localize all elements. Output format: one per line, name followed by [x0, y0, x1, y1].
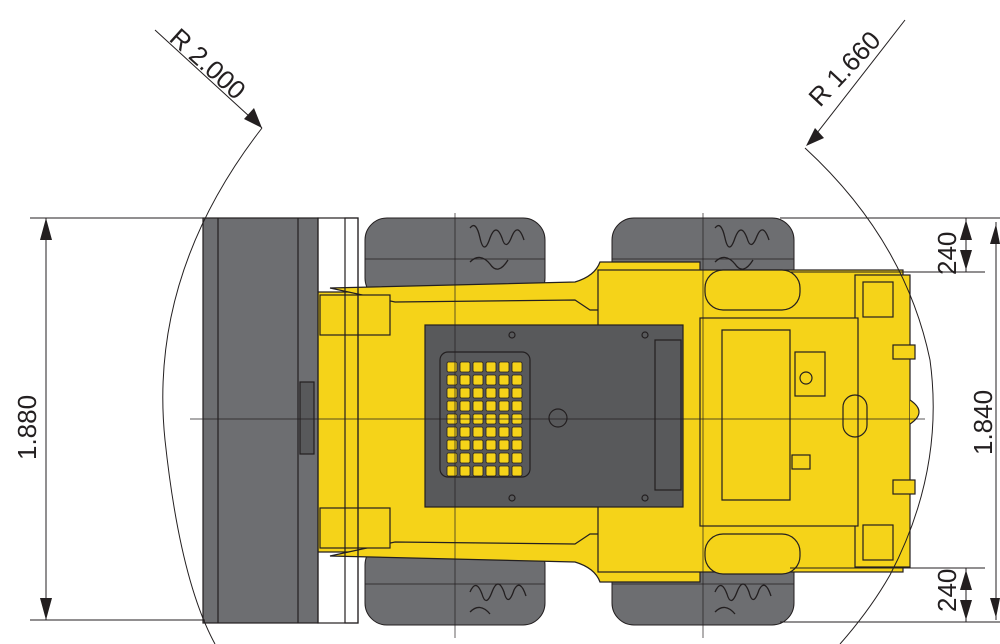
- roof-window-cell: [498, 374, 510, 386]
- bucket-handle: [299, 381, 315, 455]
- radius-arc-rear: [804, 147, 934, 644]
- radius-rear-label: R 1.660: [802, 25, 886, 112]
- roof-window-cell: [498, 387, 510, 399]
- roof-window-cell: [446, 452, 458, 464]
- overall-width-label: 1.880: [12, 395, 42, 460]
- roof-window-cell: [459, 426, 471, 438]
- roof-window-cell: [446, 361, 458, 373]
- roof-window-cell: [446, 387, 458, 399]
- roof-window-cell: [498, 361, 510, 373]
- tire-width-top-label: 240: [932, 232, 962, 275]
- roof-window-cell: [472, 387, 484, 399]
- roof-window-cell: [472, 465, 484, 477]
- roof-window-cell: [485, 465, 497, 477]
- roof-window-grid: [446, 361, 523, 477]
- roof-window-cell: [498, 452, 510, 464]
- roof-window-cell: [446, 439, 458, 451]
- roof-window-cell: [459, 400, 471, 412]
- roof-window-cell: [472, 439, 484, 451]
- bucket: [202, 217, 359, 624]
- roof-window-cell: [485, 439, 497, 451]
- rear-bumper: [854, 274, 911, 568]
- radius-front-label: R 2.000: [164, 22, 252, 105]
- roof-window-cell: [472, 400, 484, 412]
- dimension-lines: [30, 217, 1000, 623]
- bucket-body: [202, 217, 319, 624]
- roof-window-cell: [511, 465, 523, 477]
- tire-width-bottom-label: 240: [932, 569, 962, 612]
- roof-window-cell: [511, 361, 523, 373]
- roof-window-cell: [511, 426, 523, 438]
- machine-body: [311, 261, 920, 583]
- roof-window-cell: [459, 374, 471, 386]
- roof-window-cell: [498, 426, 510, 438]
- roof-window-cell: [459, 387, 471, 399]
- roof-window-cell: [511, 452, 523, 464]
- roof-window-cell: [511, 387, 523, 399]
- roof-window-cell: [459, 361, 471, 373]
- track-width-label: 1.840: [968, 390, 998, 455]
- radius-arrow-front: [244, 108, 262, 128]
- roof-window-cell: [485, 452, 497, 464]
- roof-window-cell: [511, 439, 523, 451]
- roof-window-cell: [485, 374, 497, 386]
- roof-window-cell: [472, 374, 484, 386]
- roof-window-cell: [485, 426, 497, 438]
- roof-window-cell: [511, 400, 523, 412]
- roof-window-cell: [498, 465, 510, 477]
- center-lines: [190, 213, 925, 638]
- radius-arrow-rear: [806, 128, 824, 146]
- radius-arc-front: [162, 127, 263, 644]
- dimension-arrows: [40, 218, 1000, 620]
- roof-window-cell: [459, 465, 471, 477]
- roof-window-cell: [498, 439, 510, 451]
- roof-window-cell: [472, 452, 484, 464]
- roof-window-cell: [485, 387, 497, 399]
- engine-panel: [721, 329, 791, 501]
- roof-window-cell: [485, 361, 497, 373]
- roof-window-cell: [446, 400, 458, 412]
- roof-window-cell: [459, 452, 471, 464]
- roof-window-cell: [446, 426, 458, 438]
- roof-window-cell: [446, 465, 458, 477]
- turning-radius-arcs: [154, 19, 934, 644]
- roof-window-cell: [498, 400, 510, 412]
- engine-cover: [699, 317, 859, 527]
- roof-window-cell: [459, 439, 471, 451]
- roof-window-cell: [485, 400, 497, 412]
- roof-window-cell: [511, 374, 523, 386]
- roof-window-cell: [472, 426, 484, 438]
- roof-window-cell: [472, 361, 484, 373]
- roof-window-cell: [446, 374, 458, 386]
